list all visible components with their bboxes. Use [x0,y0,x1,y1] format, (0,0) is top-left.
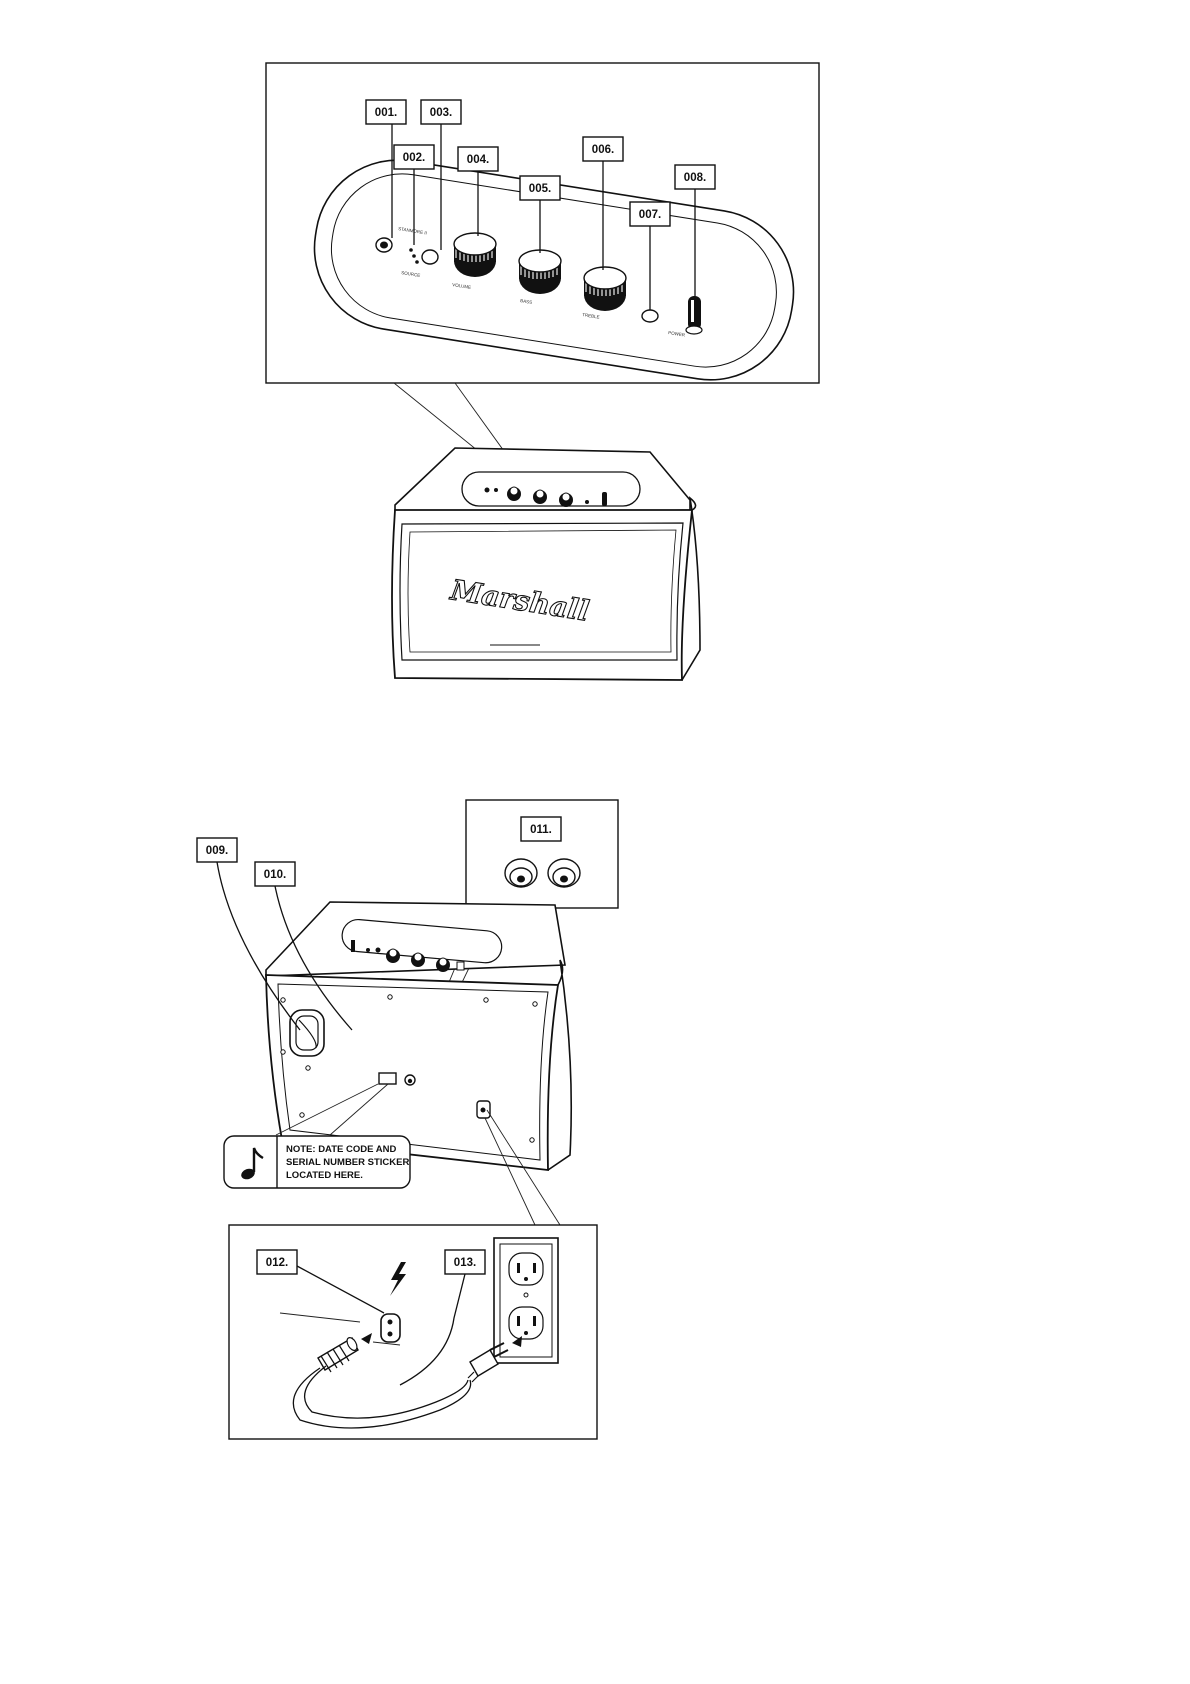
connector-left-icon [505,859,537,887]
svg-text:012.: 012. [266,1257,288,1269]
svg-text:004.: 004. [467,154,489,166]
callout-010: 010. [255,862,295,886]
callout-011: 011. [521,817,561,841]
callout-013: 013. [445,1250,485,1274]
callout-005: 005. [520,176,560,200]
svg-text:001.: 001. [375,107,397,119]
callout-007: 007. [630,202,670,226]
speaker-front: Marshall [392,448,700,680]
treble-knob-icon [584,267,626,311]
power-switch-icon [686,296,702,334]
callout-012: 012. [257,1250,297,1274]
bass-port-icon [290,1010,324,1056]
callout-008: 008. [675,165,715,189]
svg-text:009.: 009. [206,845,228,857]
svg-text:011.: 011. [530,824,552,836]
top-panel-detail: STANMORE II SOURCE VOLUME BASS TREBLE PO… [266,63,819,392]
callout-006: 006. [583,137,623,161]
inlet-socket-icon [381,1314,400,1342]
pair-button-icon [642,310,658,322]
volume-knob-icon [454,233,496,277]
svg-text:013.: 013. [454,1257,476,1269]
callout-004: 004. [458,147,498,171]
svg-text:006.: 006. [592,144,614,156]
sticker-note-box: NOTE: DATE CODE AND SERIAL NUMBER STICKE… [224,1136,410,1188]
source-button-icon [422,250,438,264]
svg-text:008.: 008. [684,172,706,184]
callout-002: 002. [394,145,434,169]
rear-connectors-inset: 011. [466,800,618,908]
svg-text:010.: 010. [264,869,286,881]
speaker-rear [266,902,571,1170]
callout-001: 001. [366,100,406,124]
callout-009: 009. [197,838,237,862]
note-line-2: SERIAL NUMBER STICKER [286,1157,409,1168]
bass-knob-icon [519,250,561,294]
svg-text:007.: 007. [639,209,661,221]
note-line-3: LOCATED HERE. [286,1170,363,1181]
svg-text:005.: 005. [529,183,551,195]
svg-text:003.: 003. [430,107,452,119]
note-line-1: NOTE: DATE CODE AND [286,1144,396,1155]
power-connection-inset: 012. 013. [229,1225,597,1439]
svg-text:002.: 002. [403,152,425,164]
connector-right-icon [548,859,580,887]
input-jack-icon [376,238,392,252]
callout-003: 003. [421,100,461,124]
